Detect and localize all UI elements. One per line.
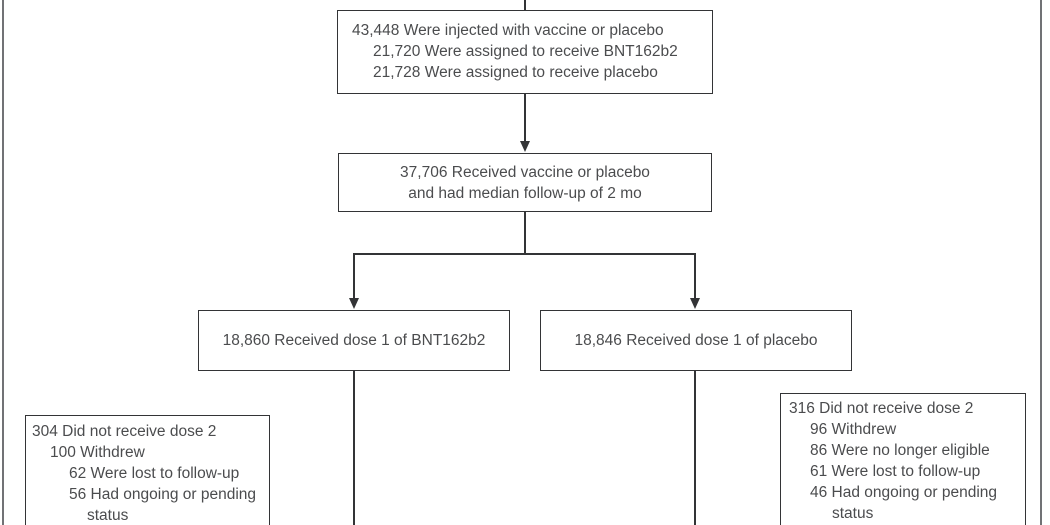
box-dose1-placebo: 18,846 Received dose 1 of placebo [540,310,852,371]
connector-injected-to-received [524,94,526,141]
connector-dose1-placebo-down [694,371,696,525]
no-dose2-bnt-line4: 56 Had ongoing or pending [69,486,257,503]
connector-received-stem [524,212,526,255]
box-injected-line2: 21,720 Were assigned to receive BNT162b2 [373,43,678,60]
no-dose2-placebo-line5: 46 Had ongoing or pending [810,484,998,501]
connector-dose1-bnt162b2-down [353,371,355,525]
box-injected: 43,448 Were injected with vaccine or pla… [337,10,713,94]
arrowhead-down-icon [689,298,700,309]
connector-split-horizontal [353,253,696,255]
connector-top-stub [524,0,526,10]
no-dose2-placebo-line1: 316 Did not receive dose 2 [789,400,974,417]
no-dose2-bnt-line2: 100 Withdrew [50,444,145,461]
no-dose2-bnt-line5: status [87,507,129,524]
box-dose1-bnt162b2-text: 18,860 Received dose 1 of BNT162b2 [222,332,486,349]
figure-frame-right [1040,0,1042,525]
box-no-dose2-placebo: 316 Did not receive dose 2 96 Withdrew 8… [780,393,1026,525]
connector-branch-left [353,253,355,299]
no-dose2-placebo-line6: status [832,505,874,522]
no-dose2-placebo-line3: 86 Were no longer eligible [810,442,990,459]
no-dose2-bnt-line1: 304 Did not receive dose 2 [32,423,217,440]
no-dose2-placebo-line2: 96 Withdrew [810,421,897,438]
figure-frame-left [2,0,4,525]
no-dose2-bnt-line3: 62 Were lost to follow-up [69,465,240,482]
no-dose2-placebo-line4: 61 Were lost to follow-up [810,463,981,480]
connector-branch-right [694,253,696,299]
box-received: 37,706 Received vaccine or placebo and h… [338,153,712,212]
box-injected-line1: 43,448 Were injected with vaccine or pla… [352,22,664,39]
box-dose1-bnt162b2: 18,860 Received dose 1 of BNT162b2 [198,310,510,371]
box-no-dose2-bnt162b2: 304 Did not receive dose 2 100 Withdrew … [25,415,270,525]
arrowhead-down-icon [348,298,359,309]
box-dose1-placebo-text: 18,846 Received dose 1 of placebo [574,332,818,349]
box-injected-line3: 21,728 Were assigned to receive placebo [373,64,658,81]
box-received-line2: and had median follow-up of 2 mo [408,184,642,202]
box-received-line1: 37,706 Received vaccine or placebo [400,163,650,181]
arrowhead-down-icon [519,141,530,152]
